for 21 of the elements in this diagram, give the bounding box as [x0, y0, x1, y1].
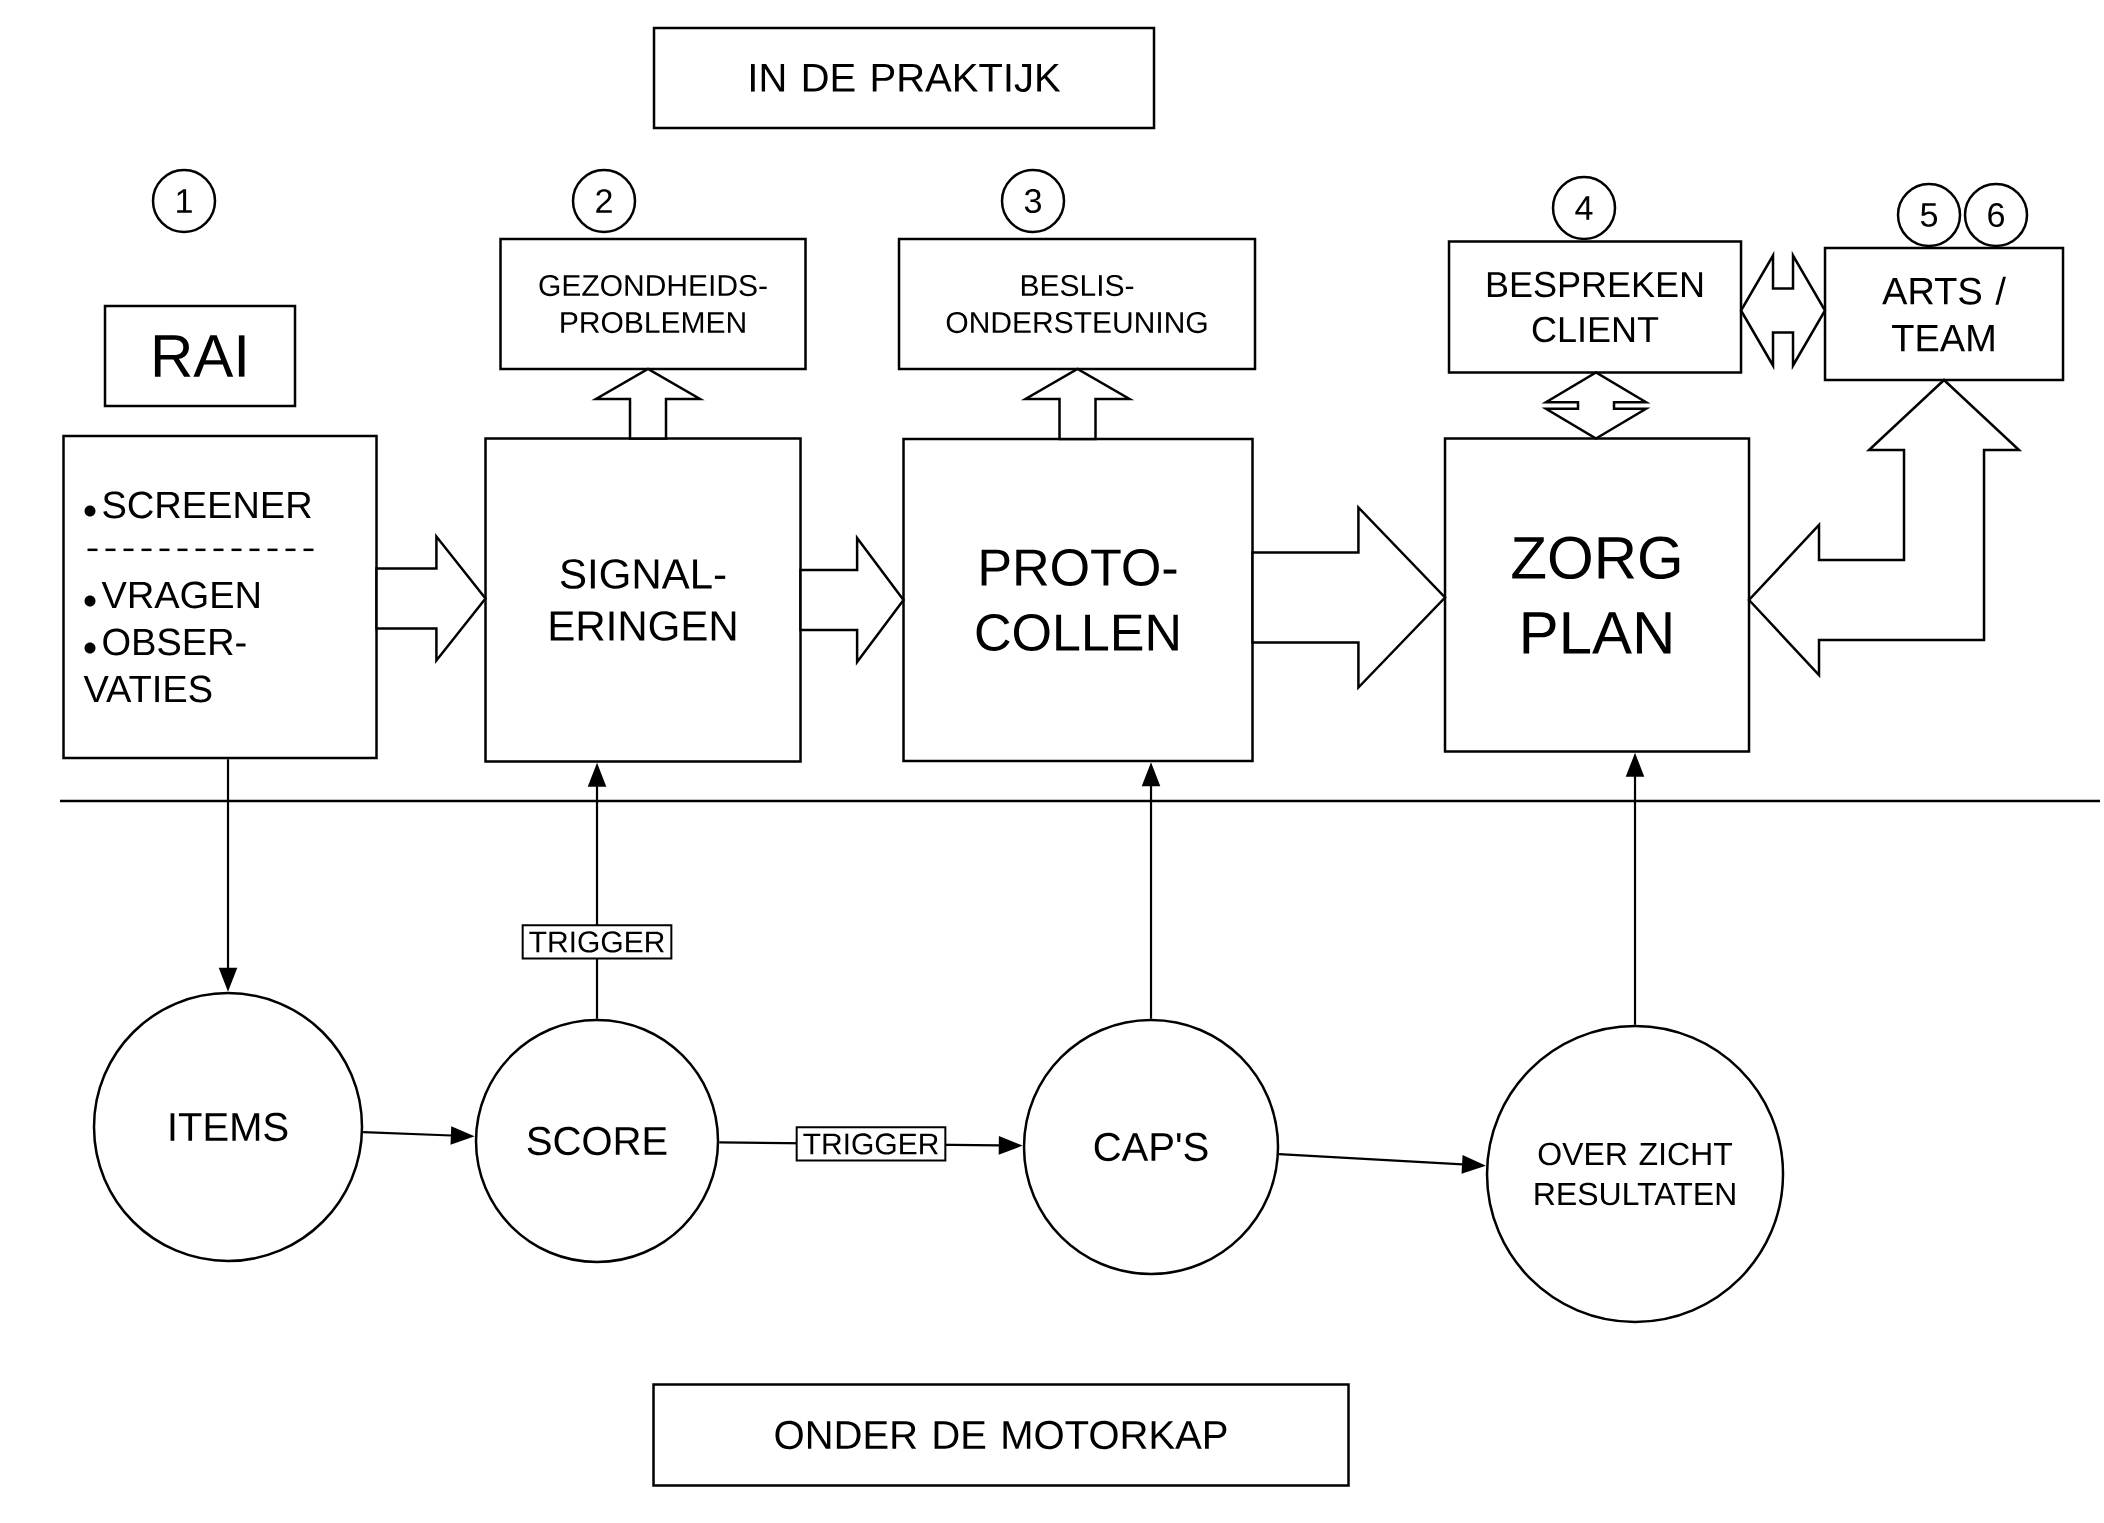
block-arrow [1541, 371, 1651, 440]
process-box: SIGNAL- ERINGEN [484, 437, 802, 763]
block-arrow [1020, 367, 1135, 441]
edge-label: TRIGGER [521, 924, 673, 960]
process-box: BESLIS- ONDERSTEUNING [897, 237, 1257, 371]
block-arrow [375, 532, 488, 665]
block-arrow [1739, 250, 1827, 371]
process-box: BESPREKEN CLIENT [1447, 240, 1743, 374]
edge-label: TRIGGER [795, 1126, 947, 1162]
block-arrow [799, 534, 906, 666]
heading-box: ONDER DE MOTORKAP [652, 1383, 1350, 1487]
process-box: ARTS / TEAM [1823, 246, 2065, 382]
heading-box: IN DE PRAKTIJK [652, 26, 1156, 130]
process-box: PROTO- COLLEN [902, 437, 1254, 763]
list-box: SCREENER VRAGEN OBSER- VATIES [62, 434, 378, 760]
process-box: ZORG PLAN [1443, 437, 1751, 753]
block-arrow [591, 367, 705, 440]
block-arrow [1251, 504, 1447, 691]
title-box: RAI [103, 304, 297, 408]
process-box: GEZONDHEIDS- PROBLEMEN [499, 237, 807, 371]
block-arrow [1747, 378, 2023, 679]
